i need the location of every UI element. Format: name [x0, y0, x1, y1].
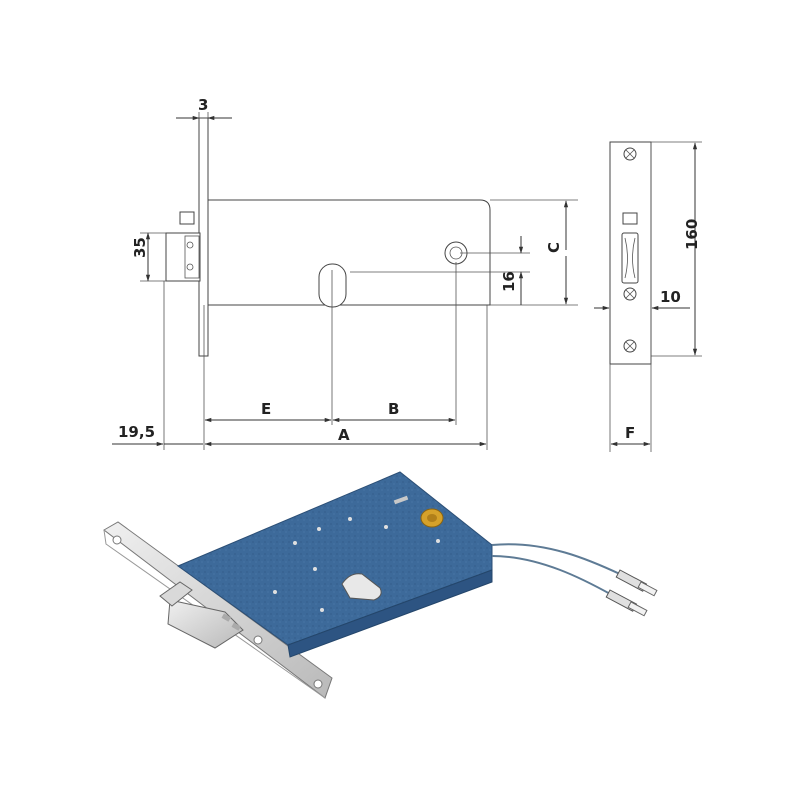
- lock-3d-render: [103, 471, 658, 699]
- latch-front: [621, 232, 639, 284]
- dim-c: C: [545, 242, 563, 253]
- latch-bolt: [165, 232, 201, 282]
- dim-handle-offset: 16: [500, 271, 518, 292]
- lock-body-outline: [207, 199, 491, 306]
- spindle-slot-3d: [341, 573, 382, 601]
- latch-front-tab: [622, 212, 638, 225]
- dim-latch-height: 35: [131, 237, 149, 258]
- spindle-slot: [318, 263, 347, 308]
- dim-faceplate-thickness: 3: [198, 96, 208, 114]
- wire-1: [491, 543, 623, 576]
- dim-plate-height: 160: [683, 219, 701, 250]
- lock-body-3d: [176, 471, 493, 646]
- front-view: 160 10 F: [594, 141, 702, 452]
- dim-e: E: [261, 400, 271, 418]
- dim-b: B: [388, 400, 399, 418]
- latch-top-tab: [179, 211, 195, 225]
- latch-bolt-3d: [167, 599, 244, 649]
- dim-backset-offset: 19,5: [118, 423, 155, 441]
- side-view: 3 35 C 16 E B A 19,5: [112, 96, 578, 450]
- dim-a: A: [338, 426, 350, 444]
- wire-2: [491, 555, 613, 596]
- dim-f: F: [625, 424, 635, 442]
- dim-plate-width: 10: [660, 288, 681, 306]
